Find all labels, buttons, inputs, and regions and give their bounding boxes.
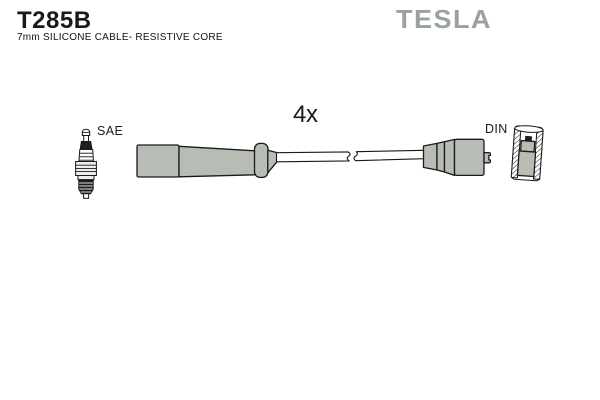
din-inner-plug-lower bbox=[516, 150, 537, 178]
spark-plug-electrode-tip bbox=[83, 193, 90, 199]
sae-end-label: SAE bbox=[97, 124, 124, 138]
boot-step-1 bbox=[422, 142, 438, 171]
tesla-logo: TESLA bbox=[396, 5, 493, 34]
spark-plug-icon bbox=[75, 128, 97, 199]
spark-plug-crimp-band bbox=[79, 141, 93, 150]
din-inner-plug-upper bbox=[519, 139, 536, 153]
cable-left-segment bbox=[275, 151, 351, 163]
product-code: T285B bbox=[17, 7, 92, 34]
boot-body bbox=[453, 138, 485, 177]
product-subtitle: 7mm SILICONE CABLE- RESISTIVE CORE bbox=[17, 32, 223, 43]
spark-plug-terminal-post bbox=[83, 135, 89, 142]
spark-plug-threads bbox=[78, 179, 94, 195]
spark-plug-ceramic-insulator bbox=[78, 149, 95, 162]
distributor-boot-icon bbox=[422, 138, 492, 177]
boot-collar bbox=[253, 142, 269, 179]
boot-ferrule bbox=[267, 149, 278, 174]
boot-taper bbox=[178, 145, 256, 178]
ignition-cable-icon bbox=[275, 149, 425, 163]
din-connector-icon bbox=[510, 125, 544, 182]
boot-step-3 bbox=[443, 138, 456, 177]
quantity-label: 4x bbox=[293, 101, 318, 128]
spark-plug-gasket bbox=[77, 175, 95, 181]
cable-right-segment bbox=[353, 149, 425, 162]
din-end-label: DIN bbox=[485, 122, 508, 136]
din-open-rim bbox=[514, 125, 544, 133]
boot-step-2 bbox=[436, 141, 446, 173]
spark-plug-boot-icon bbox=[136, 142, 278, 179]
boot-block bbox=[136, 144, 180, 178]
boot-terminal-nub bbox=[483, 151, 492, 164]
